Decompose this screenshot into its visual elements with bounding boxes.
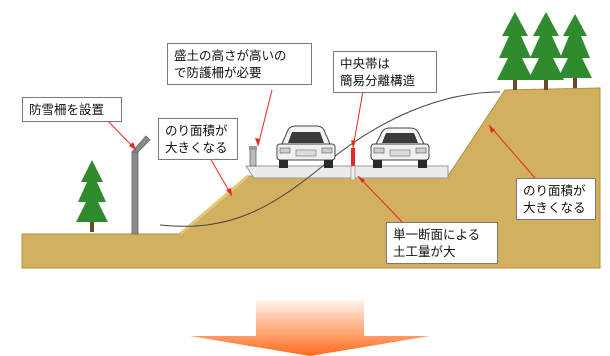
callout-text: のり面積が <box>523 183 586 198</box>
road-surface <box>245 165 449 179</box>
slope-left-edge <box>179 174 249 236</box>
leader-arrowheads <box>129 125 495 196</box>
down-arrow-icon <box>190 300 430 356</box>
callout-text: で防護柵が必要 <box>174 65 262 80</box>
tree-icon <box>497 12 533 90</box>
median-post-icon <box>350 148 356 181</box>
callout-slope-right: のり面積が 大きくなる <box>516 178 596 220</box>
callout-text: 土工量が大 <box>393 244 456 259</box>
car-icon <box>370 127 430 168</box>
callout-text: 簡易分離構造 <box>340 73 416 88</box>
callout-text: 大きくなる <box>165 140 228 155</box>
tree-icon <box>76 160 108 232</box>
callout-snow-fence: 防雪柵を設置 <box>22 97 122 122</box>
callout-text: 単一断面による <box>393 227 481 242</box>
callout-text: 盛土の高さが高いの <box>174 48 287 63</box>
callout-text: 防雪柵を設置 <box>29 102 105 117</box>
guard-fence-icon <box>249 146 257 167</box>
callout-text: 中央帯は <box>340 56 391 71</box>
snow-fence-icon <box>131 135 151 235</box>
tree-icon <box>528 12 564 90</box>
tree-icon <box>558 14 592 88</box>
callout-text: 大きくなる <box>523 200 586 215</box>
callout-guard-fence: 盛土の高さが高いの で防護柵が必要 <box>167 43 312 85</box>
callout-median: 中央帯は 簡易分離構造 <box>333 51 437 93</box>
car-icon <box>276 125 336 168</box>
callout-text: のり面積が <box>165 123 228 138</box>
callout-slope-left: のり面積が 大きくなる <box>158 118 238 160</box>
callout-single-section: 単一断面による 土工量が大 <box>386 222 498 264</box>
